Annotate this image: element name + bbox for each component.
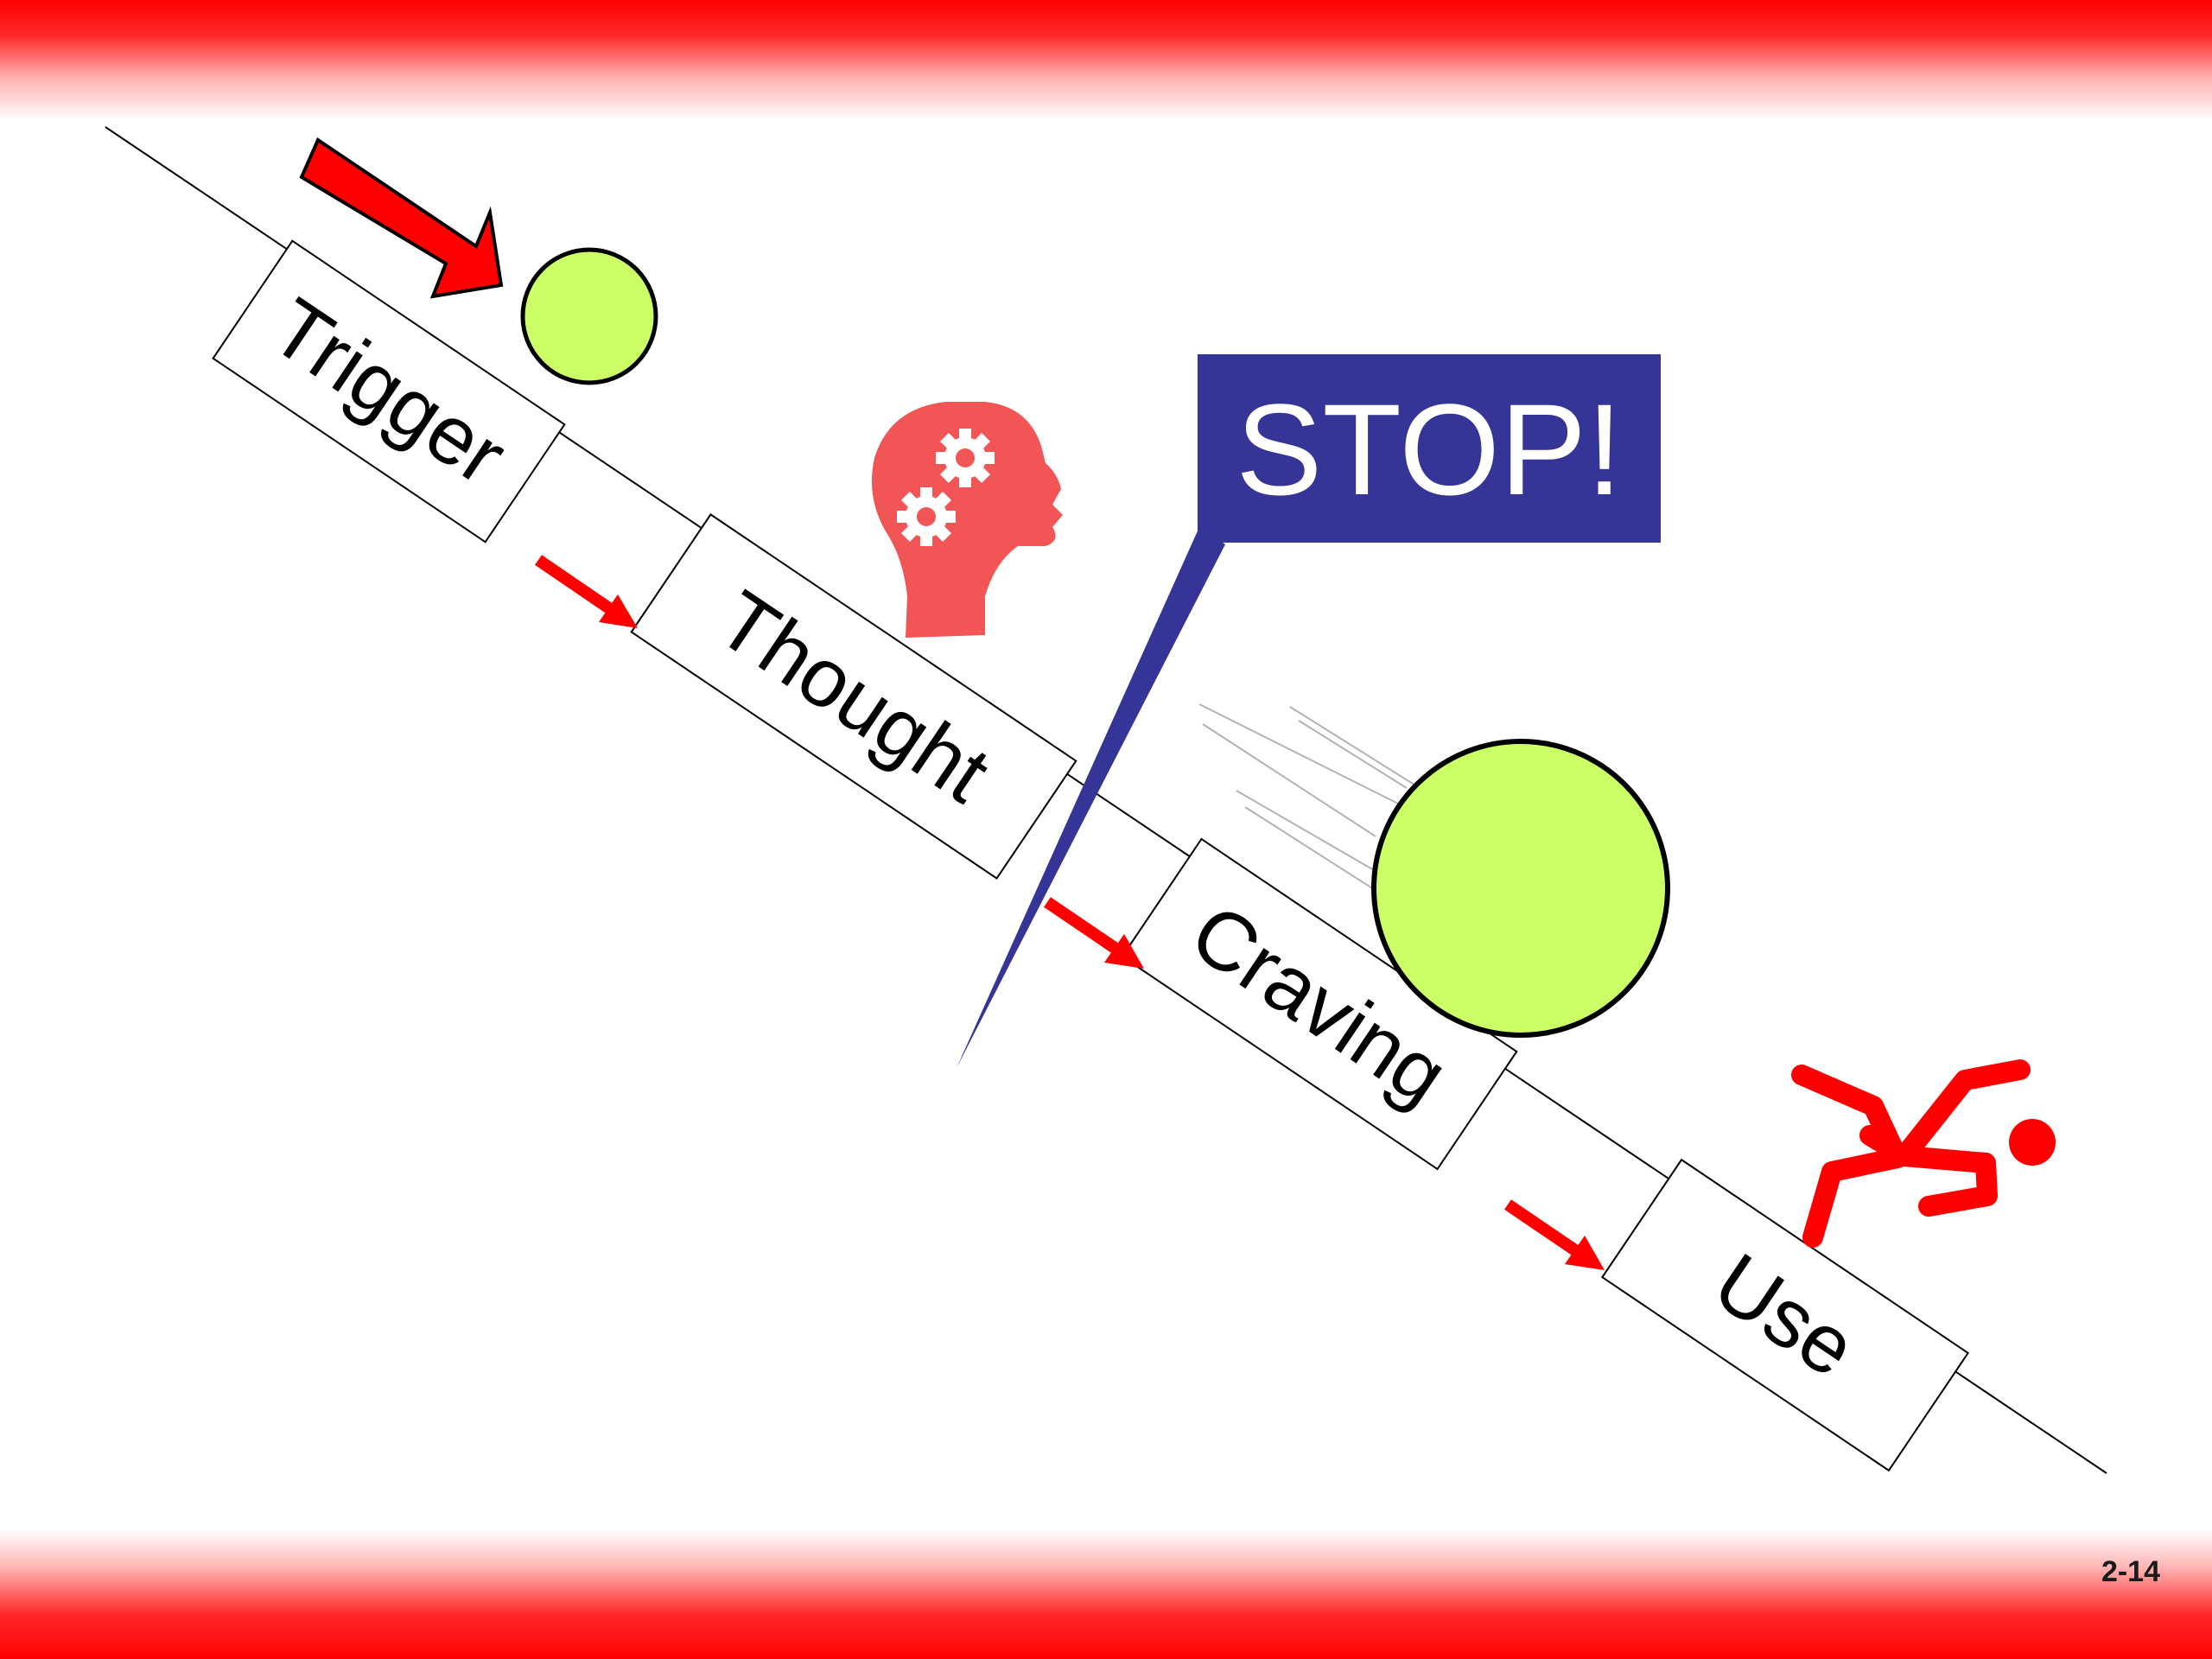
page-number: 2-14 — [2101, 1555, 2160, 1588]
step-box-thought: Thought — [630, 513, 1077, 880]
step-box-use: Use — [1600, 1158, 1970, 1472]
large-ball-icon — [1371, 739, 1670, 1038]
bottom-band — [0, 1529, 2212, 1659]
motion-lines — [1198, 703, 1421, 893]
falling-person-icon — [1791, 1059, 2056, 1248]
flow-arrow-icon — [1504, 1199, 1605, 1270]
small-ball-icon — [520, 247, 658, 385]
red-arrow-icon — [299, 137, 504, 299]
stop-callout: STOP! — [957, 354, 1661, 1068]
step-box-trigger: Trigger — [212, 239, 566, 543]
flow-arrow-icon — [535, 555, 638, 628]
stop-text: STOP! — [1236, 377, 1622, 522]
flow-arrow-icon — [1044, 897, 1144, 969]
head-gears-icon — [871, 402, 1063, 638]
top-band — [0, 0, 2212, 121]
